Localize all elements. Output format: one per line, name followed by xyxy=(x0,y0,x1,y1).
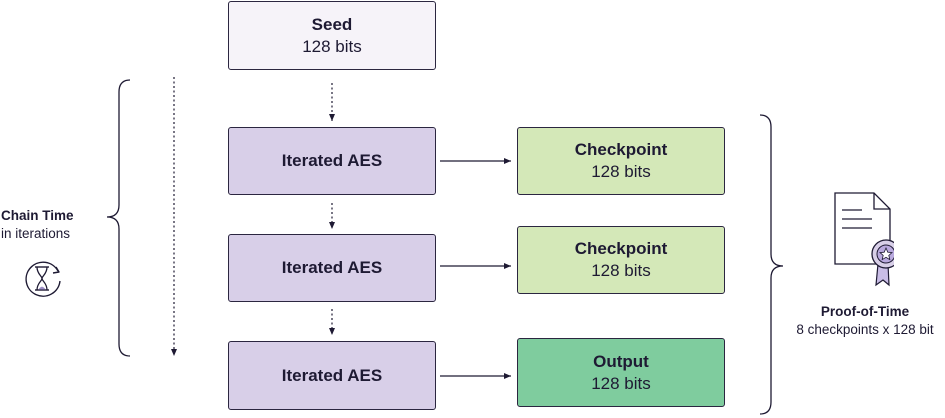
checkpoint-box-2: Checkpoint 128 bits xyxy=(517,226,725,294)
iterated-aes-label: Iterated AES xyxy=(281,151,383,170)
checkpoint-bits: 128 bits xyxy=(591,261,651,280)
seed-title: Seed xyxy=(311,14,353,34)
checkpoint-title: Checkpoint xyxy=(574,239,668,258)
hourglass-icon xyxy=(25,261,61,297)
seed-box: Seed 128 bits xyxy=(228,1,436,70)
chain-time-subtitle: in iterations xyxy=(1,226,71,241)
proof-of-time-subtitle: 8 checkpoints x 128 bit xyxy=(796,322,934,337)
iterated-aes-box-2: Iterated AES xyxy=(228,234,436,302)
iterated-aes-box-3: Iterated AES xyxy=(228,341,436,410)
checkpoint-title: Checkpoint xyxy=(574,140,668,159)
chain-time-title: Chain Time xyxy=(1,208,74,223)
proof-of-time-label: Proof-of-Time 8 checkpoints x 128 bit xyxy=(786,303,944,339)
proof-of-time-title: Proof-of-Time xyxy=(820,304,910,319)
chain-time-brace xyxy=(106,79,131,357)
certificate-icon xyxy=(834,192,894,287)
seed-bits: 128 bits xyxy=(302,36,362,56)
checkpoint-bits: 128 bits xyxy=(591,162,651,181)
iterated-aes-box-1: Iterated AES xyxy=(228,127,436,195)
output-box: Output 128 bits xyxy=(517,338,725,407)
output-title: Output xyxy=(593,351,649,371)
iterated-aes-label: Iterated AES xyxy=(281,365,383,385)
checkpoint-box-1: Checkpoint 128 bits xyxy=(517,127,725,195)
chain-time-label: Chain Time in iterations xyxy=(1,207,74,243)
iterated-aes-label: Iterated AES xyxy=(281,258,383,277)
proof-of-time-brace xyxy=(759,114,784,415)
output-bits: 128 bits xyxy=(591,373,651,393)
